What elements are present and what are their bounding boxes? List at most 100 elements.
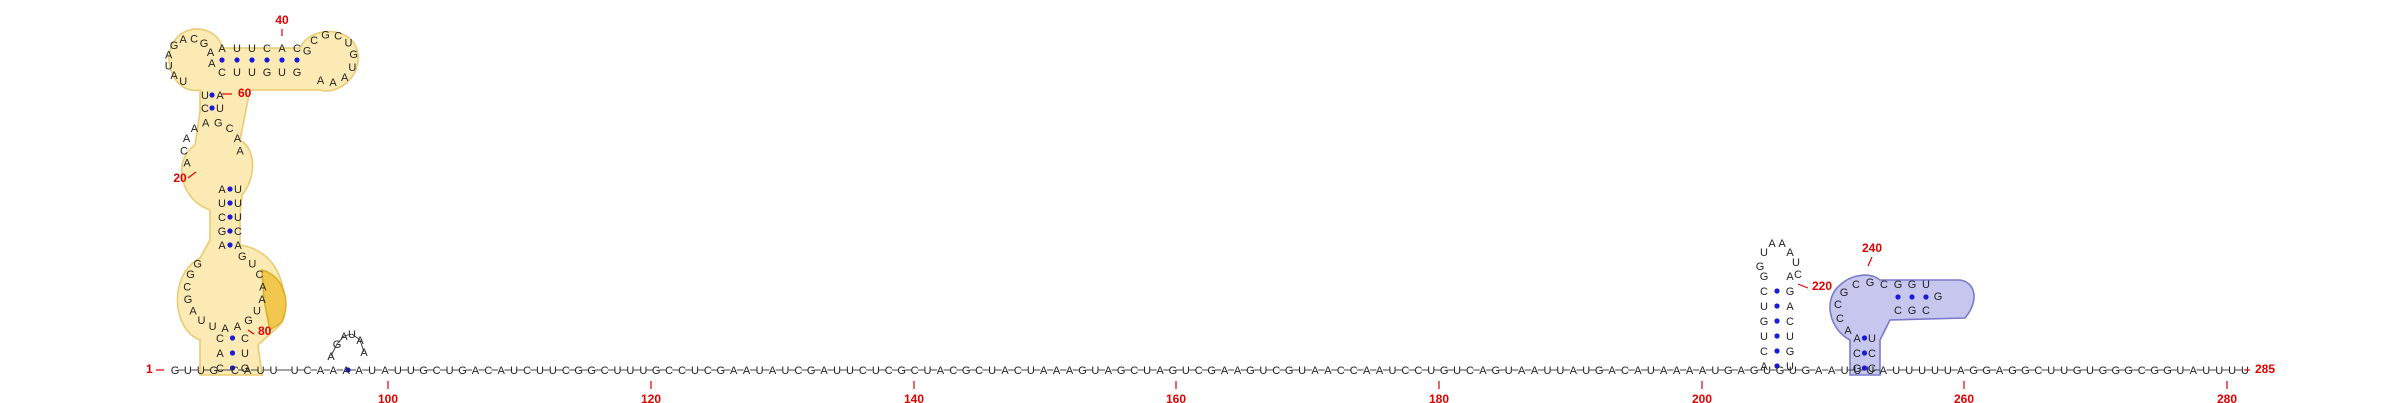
position-number: 100 — [378, 392, 398, 403]
nucleotide-baseline: G — [2021, 365, 2030, 377]
nucleotide-baseline: U — [1582, 365, 1590, 377]
loop-nucleotide: A — [208, 58, 216, 70]
stem-nucleotide: C — [201, 103, 209, 115]
nucleotide-baseline: U — [446, 365, 454, 377]
nucleotide-baseline: U — [639, 365, 647, 377]
nucleotide-baseline: U — [407, 365, 415, 377]
loop-nucleotide: C — [226, 123, 234, 135]
stem-nucleotide: U — [234, 212, 242, 224]
base-pair-layer — [209, 57, 1929, 373]
nucleotide-baseline: G — [717, 365, 726, 377]
nucleotide-baseline: A — [1699, 365, 1707, 377]
base-pair-dot — [227, 242, 233, 248]
nucleotide-baseline: U — [1905, 365, 1913, 377]
nucleotide-baseline: G — [2150, 365, 2159, 377]
base-pair-dot — [227, 200, 233, 206]
nucleotide-baseline: U — [1763, 365, 1771, 377]
loop-nucleotide: A — [189, 306, 197, 318]
nucleotide-baseline: G — [1117, 365, 1126, 377]
base-pair-dot — [1774, 318, 1780, 324]
nucleotide-baseline: G — [1802, 365, 1811, 377]
stem-nucleotide: A — [234, 240, 242, 252]
nucleotide-baseline: A — [1996, 365, 2004, 377]
nucleotide-baseline: C — [1414, 365, 1422, 377]
nucleotide-baseline: C — [1195, 365, 1203, 377]
stem-nucleotide: U — [218, 198, 226, 210]
backbone-bond — [359, 339, 365, 353]
nucleotide-baseline: G — [897, 365, 906, 377]
nucleotide-baseline: U — [1931, 365, 1939, 377]
nucleotide-baseline: C — [975, 365, 983, 377]
position-number: 280 — [2217, 392, 2237, 403]
nucleotide-baseline: C — [484, 365, 492, 377]
nucleotide-baseline: U — [2086, 365, 2094, 377]
position-number: 160 — [1166, 392, 1186, 403]
position-tick — [1867, 256, 1873, 267]
loop-nucleotide: G — [1756, 261, 1765, 273]
nucleotide-baseline: G — [1724, 365, 1733, 377]
nucleotide-baseline: G — [171, 365, 180, 377]
nucleotide-baseline: U — [1866, 365, 1874, 377]
base-pair-dot — [294, 57, 300, 63]
loop-nucleotide: U — [253, 306, 261, 318]
position-tick — [247, 329, 255, 335]
stem-nucleotide: U — [1786, 361, 1794, 373]
stem-nucleotide: C — [216, 363, 224, 375]
loop-nucleotide: A — [236, 146, 244, 158]
loop-nucleotide: A — [329, 77, 337, 89]
helix-nucleotide: U — [233, 43, 241, 55]
highlight-right-hairpin — [1829, 274, 1975, 376]
nucleotide-baseline: G — [1982, 365, 1991, 377]
base-pair-dot — [264, 57, 270, 63]
nucleotide-baseline: A — [1673, 365, 1681, 377]
nucleotide-baseline: G — [807, 365, 816, 377]
nucleotide-baseline: U — [2176, 365, 2184, 377]
nucleotide-baseline: C — [1014, 365, 1022, 377]
nucleotide-baseline: G — [1285, 365, 1294, 377]
nucleotide-baseline: U — [1854, 365, 1862, 377]
stem-nucleotide: G — [1760, 316, 1769, 328]
nucleotide-baseline: C — [562, 365, 570, 377]
loop-nucleotide: U — [209, 321, 217, 333]
nucleotide-baseline: G — [1246, 365, 1255, 377]
base-pair-dot — [1774, 303, 1780, 309]
loop-nucleotide: G — [238, 251, 247, 263]
loop-nucleotide: C — [1880, 279, 1888, 291]
nucleotide-baseline: U — [1544, 365, 1552, 377]
loop-nucleotide: C — [1834, 299, 1842, 311]
nucleotide-baseline: C — [2034, 365, 2042, 377]
nucleotide-baseline: A — [1815, 365, 1823, 377]
loop-nucleotide: G — [186, 269, 195, 281]
highlight-left-domain — [168, 28, 359, 376]
nucleotide-baseline: U — [781, 365, 789, 377]
stem-nucleotide: A — [1760, 361, 1768, 373]
loop-nucleotide: G — [321, 29, 330, 41]
nucleotide-baseline: C — [911, 365, 919, 377]
nucleotide-baseline: A — [1828, 365, 1836, 377]
stem-nucleotide: C — [1760, 286, 1768, 298]
stem-nucleotide: C — [218, 212, 226, 224]
stem-nucleotide: C — [241, 333, 249, 345]
nucleotide-baseline: U — [270, 365, 278, 377]
position-number: 80 — [258, 324, 272, 338]
position-number: 220 — [1812, 279, 1832, 293]
nucleotide-baseline: U — [756, 365, 764, 377]
stem-nucleotide: U — [234, 198, 242, 210]
stem-nucleotide: A — [216, 90, 224, 102]
nucleotide-baseline: U — [614, 365, 622, 377]
stem-nucleotide: U — [234, 184, 242, 196]
loop-nucleotide: U — [248, 259, 256, 271]
base-pair-dot — [279, 57, 285, 63]
stem-nucleotide: U — [216, 103, 224, 115]
nucleotide-baseline: A — [1001, 365, 1009, 377]
nucleotide-baseline: U — [1427, 365, 1435, 377]
position-number: 140 — [904, 392, 924, 403]
base-pair-dot — [1774, 333, 1780, 339]
loop-nucleotide: G — [349, 49, 358, 61]
nucleotide-baseline: C — [1466, 365, 1474, 377]
nucleotide-baseline: C — [1401, 365, 1409, 377]
nucleotide-baseline: A — [1105, 365, 1113, 377]
base-pair-dot — [1774, 363, 1780, 369]
position-number: 180 — [1429, 392, 1449, 403]
nucleotide-baseline: G — [1492, 365, 1501, 377]
